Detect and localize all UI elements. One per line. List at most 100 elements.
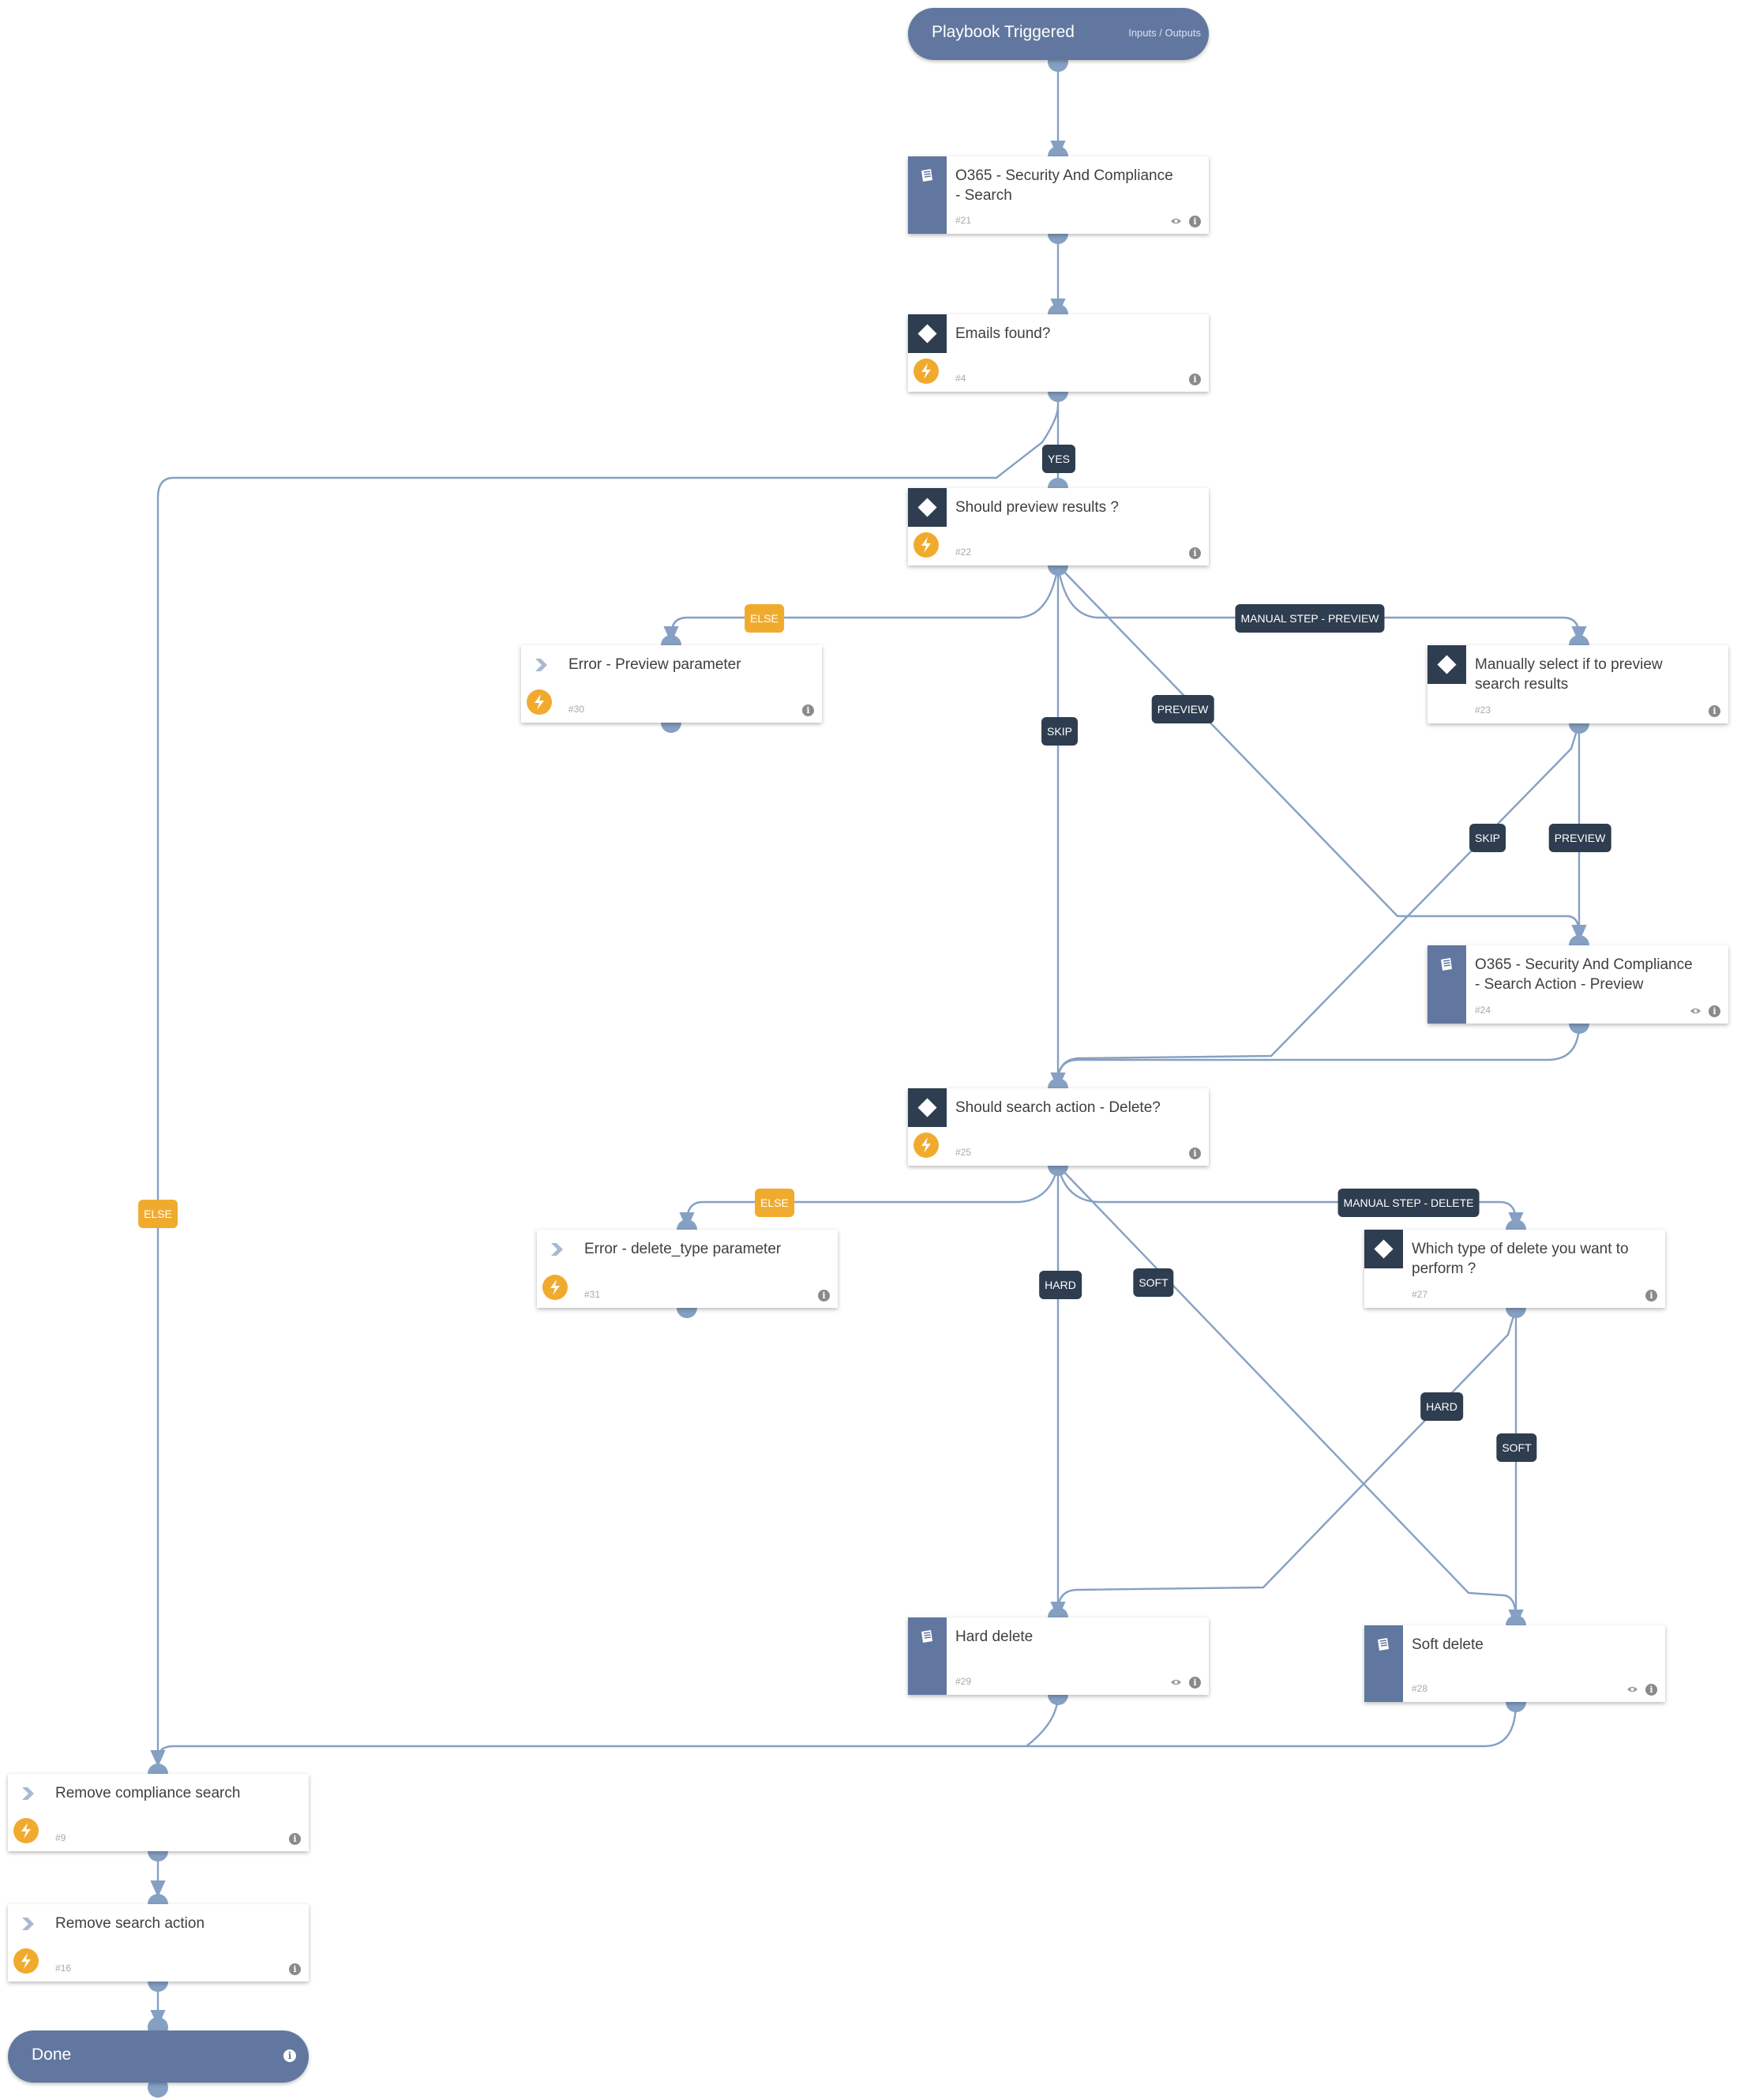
task-node-21[interactable]: O365 - Security And Compliance - Search … [908, 156, 1209, 234]
task-number: #4 [955, 373, 966, 384]
task-node-27[interactable]: Which type of delete you want to perform… [1364, 1230, 1665, 1308]
task-node-30[interactable]: Error - Preview parameter #30 i [521, 645, 822, 723]
condition-icon [908, 1088, 947, 1127]
edge-label-yes[interactable]: YES [1041, 445, 1076, 473]
bolt-icon [914, 532, 939, 558]
task-number: #21 [955, 215, 972, 226]
playbook-strip [908, 156, 947, 234]
task-node-31[interactable]: Error - delete_type parameter #31 i [537, 1230, 838, 1308]
info-icon[interactable]: i [289, 1963, 301, 1975]
info-icon[interactable]: i [283, 2049, 296, 2062]
info-icon[interactable]: i [1189, 1677, 1201, 1689]
chevron-icon [535, 659, 547, 671]
edge-label-soft[interactable]: SOFT [1133, 1268, 1174, 1297]
info-icon[interactable]: i [1645, 1290, 1657, 1302]
task-title: O365 - Security And Compliance - Search … [1475, 956, 1693, 993]
info-icon[interactable]: i [1189, 547, 1201, 559]
info-icon[interactable]: i [802, 704, 814, 716]
edge-label-preview[interactable]: PREVIEW [1548, 824, 1611, 852]
eye-icon[interactable] [1626, 1685, 1638, 1693]
task-title: Hard delete [955, 1629, 1034, 1645]
task-number: #27 [1412, 1289, 1428, 1300]
edge-22-manual-to-23 [1056, 565, 1587, 644]
edge-25-else-to-31 [679, 1165, 1060, 1230]
bolt-icon [542, 1275, 568, 1300]
playbook-strip [1427, 945, 1466, 1024]
playbook-strip [1364, 1625, 1403, 1702]
edge-23-skip-to-25 [1056, 723, 1581, 1083]
task-node-22[interactable]: Should preview results ? #22 i [908, 488, 1209, 565]
task-title: Soft delete [1412, 1636, 1484, 1653]
book-icon [921, 1630, 932, 1643]
task-number: #31 [584, 1289, 601, 1300]
task-node-25[interactable]: Should search action - Delete? #25 i [908, 1088, 1209, 1166]
task-title: Manually select if to preview search res… [1475, 656, 1663, 693]
start-title: Playbook Triggered [932, 23, 1075, 41]
task-number: #29 [955, 1676, 972, 1687]
edge-label-manual-delete[interactable]: MANUAL STEP - DELETE [1337, 1189, 1480, 1217]
task-node-29[interactable]: Hard delete #29 i [908, 1617, 1209, 1695]
edge-label-hard[interactable]: HARD [1039, 1271, 1082, 1299]
eye-icon[interactable] [1690, 1007, 1701, 1015]
info-icon[interactable]: i [1189, 216, 1201, 227]
task-title: O365 - Security And Compliance - Search [955, 167, 1173, 204]
chevron-icon [551, 1243, 563, 1256]
task-title: Error - Preview parameter [568, 656, 741, 673]
task-number: #9 [55, 1832, 66, 1843]
info-icon[interactable]: i [1189, 1148, 1201, 1159]
task-title: Error - delete_type parameter [584, 1241, 782, 1257]
edge-label-soft[interactable]: SOFT [1496, 1433, 1537, 1462]
info-icon[interactable]: i [818, 1290, 830, 1302]
edge-label-preview[interactable]: PREVIEW [1151, 695, 1214, 723]
eye-icon[interactable] [1170, 1678, 1182, 1686]
condition-icon [908, 488, 947, 527]
inputs-outputs-link[interactable]: Inputs / Outputs [1128, 27, 1201, 39]
task-title: Remove search action [55, 1915, 205, 1932]
done-title: Done [32, 2046, 72, 2064]
playbook-triggered-node[interactable]: Playbook Triggered Inputs / Outputs [908, 8, 1209, 60]
edge-label-else-main[interactable]: ELSE [138, 1200, 178, 1228]
edge-label-else-preview[interactable]: ELSE [745, 604, 784, 633]
edge-29-to-9 [156, 1694, 1060, 1760]
info-icon[interactable]: i [1709, 705, 1720, 717]
edge-25-manual-to-27 [1056, 1165, 1524, 1230]
edge-4-else-to-9 [150, 405, 1060, 1768]
edge-label-hard[interactable]: HARD [1420, 1392, 1463, 1421]
task-number: #22 [955, 547, 972, 558]
info-icon[interactable]: i [1189, 374, 1201, 385]
task-node-9[interactable]: Remove compliance search #9 i [8, 1774, 309, 1851]
book-icon [921, 169, 932, 182]
edge-label-skip[interactable]: SKIP [1469, 824, 1506, 852]
task-number: #25 [955, 1147, 972, 1158]
condition-icon [1427, 645, 1466, 684]
condition-icon [908, 314, 947, 353]
task-title: Remove compliance search [55, 1785, 241, 1801]
info-icon[interactable]: i [1709, 1005, 1720, 1017]
edge-label-else-delete[interactable]: ELSE [755, 1189, 794, 1217]
task-node-16[interactable]: Remove search action #16 i [8, 1904, 309, 1982]
task-node-28[interactable]: Soft delete #28 i [1364, 1625, 1665, 1702]
task-node-24[interactable]: O365 - Security And Compliance - Search … [1427, 945, 1728, 1024]
done-node[interactable]: Done i [8, 2031, 309, 2083]
bolt-icon [13, 1818, 39, 1843]
task-number: #24 [1475, 1005, 1491, 1016]
chevron-icon [22, 1787, 34, 1800]
chevron-icon [22, 1918, 34, 1930]
bolt-icon [914, 1133, 939, 1158]
task-title: Emails found? [955, 325, 1051, 342]
ports [148, 51, 1589, 2098]
task-number: #30 [568, 704, 585, 715]
task-title: Should search action - Delete? [955, 1099, 1161, 1116]
edge-label-manual-preview[interactable]: MANUAL STEP - PREVIEW [1235, 604, 1385, 633]
edge-22-else-to-30 [663, 565, 1060, 644]
info-icon[interactable]: i [1645, 1684, 1657, 1696]
edge-28-to-9 [1026, 1701, 1518, 1748]
task-node-4[interactable]: Emails found? #4 i [908, 314, 1209, 392]
info-icon[interactable]: i [289, 1833, 301, 1845]
task-number: #16 [55, 1963, 72, 1974]
edge-label-skip[interactable]: SKIP [1041, 717, 1078, 746]
bolt-icon [914, 359, 939, 384]
task-node-23[interactable]: Manually select if to preview search res… [1427, 645, 1728, 723]
eye-icon[interactable] [1170, 217, 1182, 225]
bolt-icon [527, 689, 552, 715]
